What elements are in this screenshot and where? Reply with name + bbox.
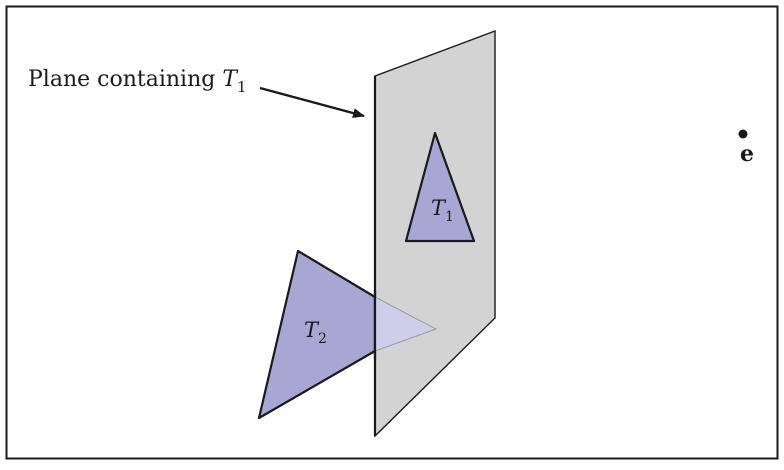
triangle-t1 xyxy=(404,131,476,243)
t1-label-var: T xyxy=(431,196,447,220)
t2-label-var: T xyxy=(304,318,320,342)
eye-label: e xyxy=(740,141,754,167)
t1-label-sub: 1 xyxy=(445,209,454,225)
plane-label-var: T xyxy=(222,67,239,92)
plane-label-sub: 1 xyxy=(237,78,247,96)
eye-point xyxy=(738,129,748,139)
t1-label: T1 xyxy=(431,196,454,225)
label-arrow xyxy=(259,86,365,118)
figure-border xyxy=(5,5,779,460)
t2-label-sub: 2 xyxy=(318,331,327,347)
plane-label-prefix: Plane containing xyxy=(28,67,222,92)
plane-label: Plane containing T1 xyxy=(28,67,247,96)
t2-label: T2 xyxy=(304,318,327,347)
